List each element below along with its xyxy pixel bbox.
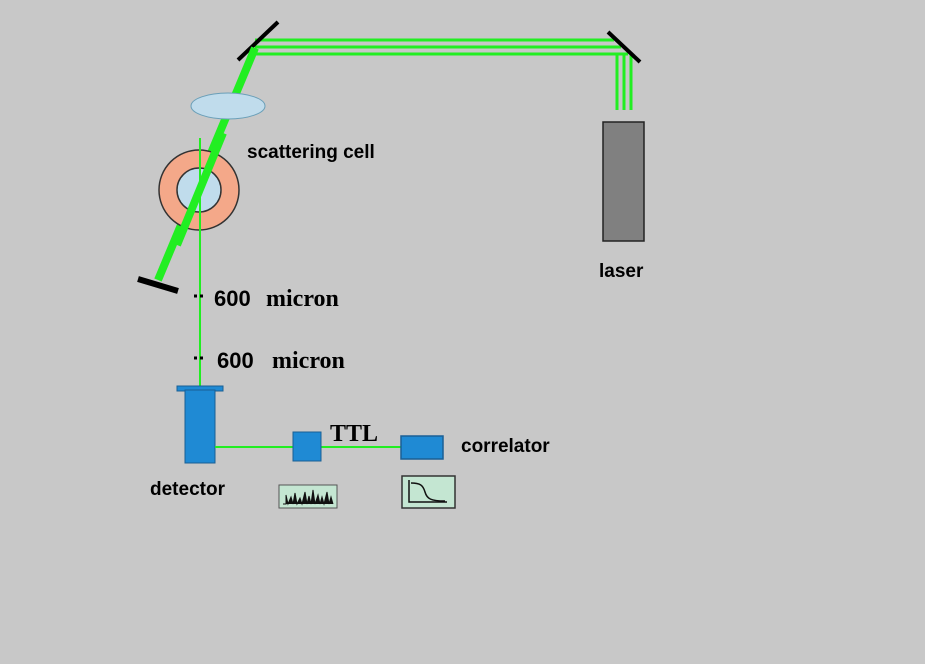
ttl-label: TTL [330,421,378,447]
mirror-icon [236,20,280,62]
lens-icon [190,92,266,120]
correlator-box [400,435,444,460]
laser-body [602,121,645,242]
ttl-converter [292,431,322,462]
pinhole-1-unit: micron [266,286,339,312]
pinhole-2-size: 600 [217,348,254,373]
scattering-cell-label: scattering cell [247,142,375,163]
detector-label: detector [150,479,226,500]
detector [176,385,224,464]
mirror-icon [606,30,642,64]
pinhole-2-unit: micron [272,348,345,374]
correlation-curve-icon [401,475,456,509]
pulse-trace-icon [278,484,338,509]
laser-label: laser [599,261,644,282]
detector-body [184,389,216,464]
pinhole-1-size: 600 [214,286,251,311]
beam-stop-icon [137,276,179,294]
correlator-label: correlator [461,436,550,457]
laser-beam-bundle [255,38,633,110]
